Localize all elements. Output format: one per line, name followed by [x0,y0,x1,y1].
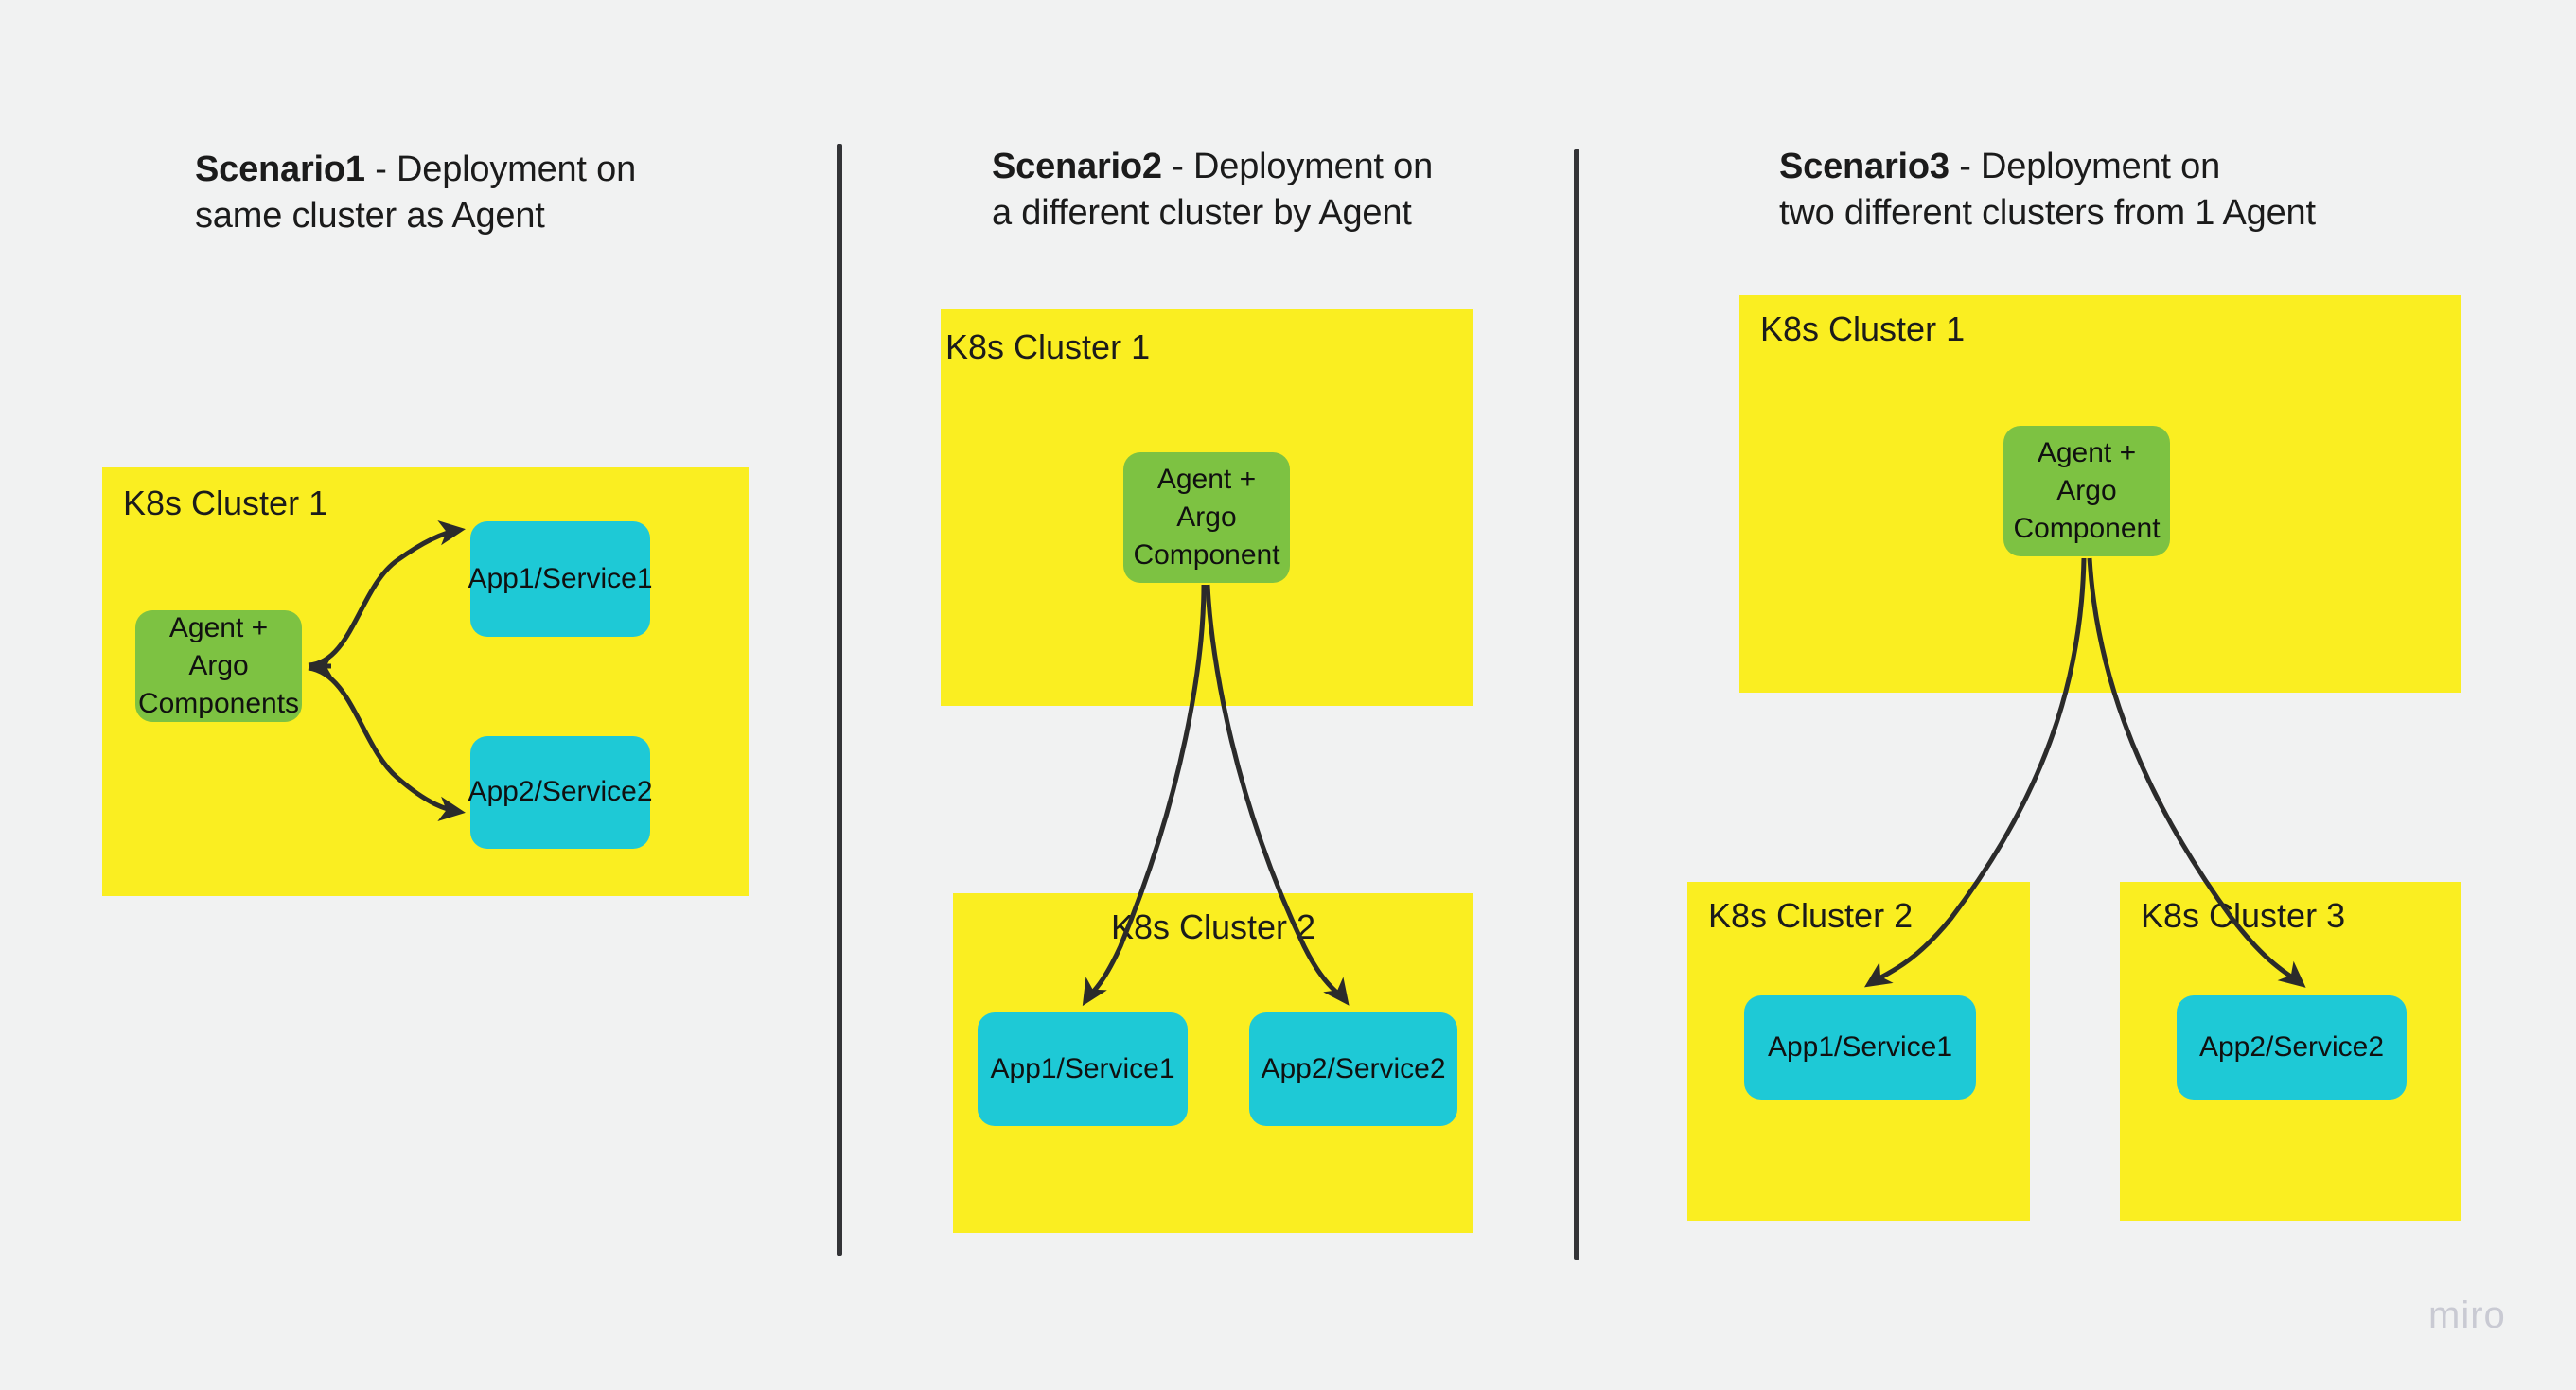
scenario2-title: Scenario2 - Deployment on a different cl… [992,144,1522,236]
node-s1-agent-argo-components[interactable]: Agent + Argo Components [135,610,302,722]
node-s2-app2-service2[interactable]: App2/Service2 [1249,1012,1457,1126]
scenario3-title: Scenario3 - Deployment on two different … [1779,144,2385,236]
section-divider-2 [1574,149,1579,1260]
node-s2-agent-argo-component[interactable]: Agent + Argo Component [1123,452,1290,583]
node-s3-app1-service1[interactable]: App1/Service1 [1744,995,1976,1100]
scenario2-title-rest: - Deployment on a different cluster by A… [992,147,1434,233]
scenario3-title-rest: - Deployment on two different clusters f… [1779,147,2316,233]
cluster-label-s3-k8s-cluster-2: K8s Cluster 2 [1708,896,1914,935]
section-divider-1 [837,144,842,1256]
node-s3-app2-service2[interactable]: App2/Service2 [2177,995,2407,1100]
node-s1-app1-service1[interactable]: App1/Service1 [468,521,653,637]
cluster-label-s2-k8s-cluster-2: K8s Cluster 2 [1110,907,1316,946]
node-s2-app1-service1[interactable]: App1/Service1 [978,1012,1188,1126]
scenario3-title-bold: Scenario3 [1779,147,1950,186]
cluster-label-s3-k8s-cluster-1: K8s Cluster 1 [1760,309,1966,348]
scenario1-title-bold: Scenario1 [195,150,365,189]
miro-watermark: miro [2428,1294,2506,1336]
scenario1-title-rest: - Deployment on same cluster as Agent [195,150,637,236]
cluster-label-s3-k8s-cluster-3: K8s Cluster 3 [2141,896,2346,935]
scenario1-title: Scenario1 - Deployment on same cluster a… [195,147,725,238]
cluster-label-s2-k8s-cluster-1: K8s Cluster 1 [945,327,1151,366]
node-s1-app2-service2[interactable]: App2/Service2 [468,736,653,849]
cluster-label-s1-k8s-cluster-1: K8s Cluster 1 [123,484,328,522]
scenario2-title-bold: Scenario2 [992,147,1162,186]
node-s3-agent-argo-component[interactable]: Agent + Argo Component [2003,426,2170,556]
